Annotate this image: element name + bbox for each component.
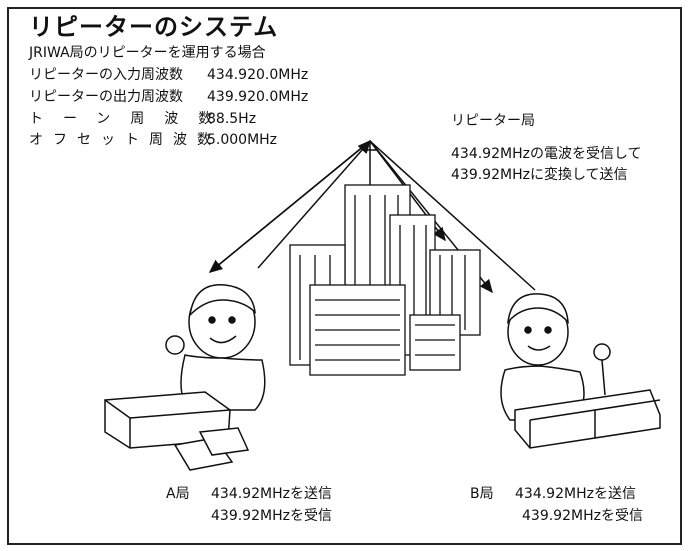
spec-heading: JRIWA局のリピーターを運用する場合 — [29, 45, 266, 61]
spec-row-offset: オフセット周波数5.000MHz — [29, 129, 277, 149]
signal-a-return — [209, 140, 371, 273]
spec-row-input: リピーターの入力周波数 434.920.0MHz — [29, 64, 308, 84]
spec-value: 434.920.0MHz — [207, 67, 309, 83]
signal-from-a — [257, 139, 371, 269]
spec-label: リピーターの出力周波数 — [29, 89, 183, 105]
station-a-tx: 434.92MHzを送信 — [211, 486, 332, 502]
spec-value: 5.000MHz — [207, 132, 278, 148]
operator-b-icon — [500, 293, 661, 449]
repeater-desc-send: 439.92MHzに変換して送信 — [451, 167, 628, 183]
station-a-rx: 439.92MHzを受信 — [211, 508, 332, 524]
station-b-tx: 434.92MHzを送信 — [515, 486, 636, 502]
repeater-name: リピーター局 — [451, 113, 535, 129]
spec-value: 439.920.0MHz — [207, 89, 309, 105]
station-b-rx: 439.92MHzを受信 — [522, 508, 643, 524]
spec-row-output: リピーターの出力周波数 439.920.0MHz — [29, 86, 308, 106]
antenna-icon — [362, 141, 378, 185]
spec-row-tone: トーン周波数88.5Hz — [29, 108, 256, 128]
signal-b — [369, 140, 536, 291]
diagram-frame — [7, 7, 682, 545]
buildings-icon — [289, 184, 481, 376]
spec-label: トーン周波数 — [29, 111, 233, 127]
station-a-name: A局 — [166, 486, 190, 502]
diagram-title: リピーターのシステム — [29, 13, 279, 41]
station-b-name: B局 — [470, 486, 494, 502]
spec-label: オフセット周波数 — [29, 132, 221, 148]
spec-label: リピーターの入力周波数 — [29, 67, 183, 83]
station-b-label: B局 434.92MHzを送信 439.92MHzを受信 — [470, 483, 643, 524]
operator-a-icon — [104, 284, 266, 471]
repeater-desc-receive: 434.92MHzの電波を受信して — [451, 146, 642, 162]
spec-value: 88.5Hz — [207, 111, 257, 127]
station-a-label: A局 434.92MHzを送信 439.92MHzを受信 — [166, 483, 332, 524]
